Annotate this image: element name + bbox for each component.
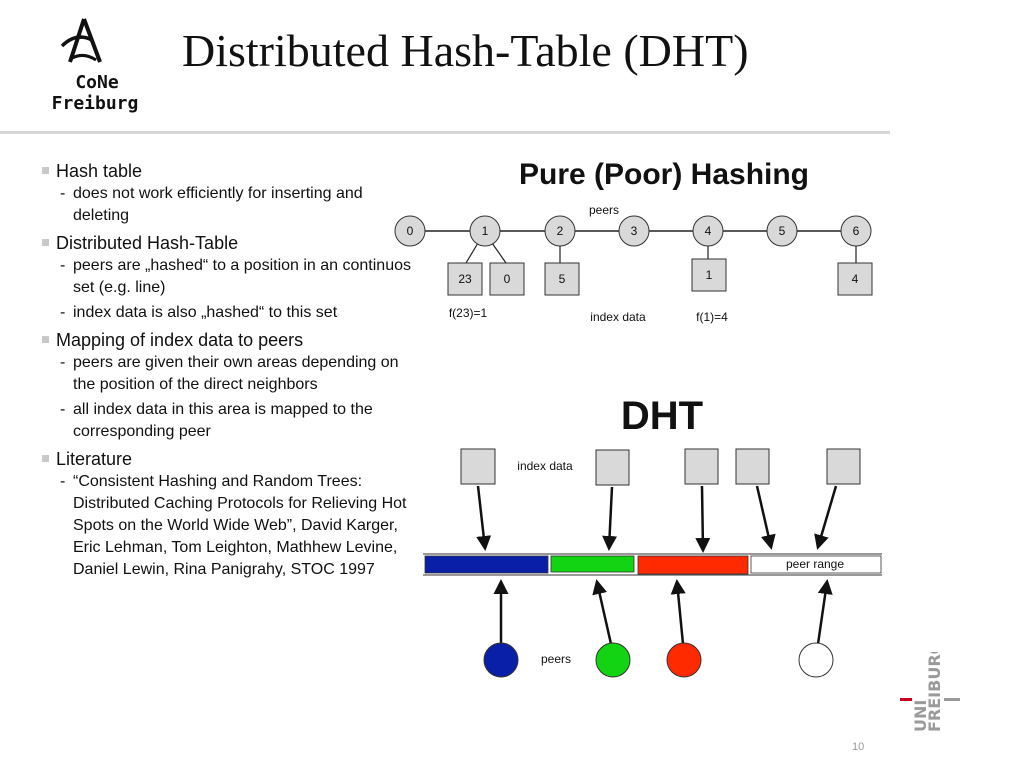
peer-node-label: 0 [407,224,414,238]
cone-logo [60,18,102,63]
logo-text-freiburg: Freiburg [51,93,139,114]
mapping-arrow [814,485,838,550]
index-data-box: 23 [447,262,483,296]
index-data-box: 0 [489,262,525,296]
sub-bullet-text: all index data in this area is mapped to… [73,401,373,440]
index-data-box: 5 [544,262,580,296]
bullet-text: Mapping of index data to peers [56,330,304,350]
sub-bullet-text: peers are „hashed“ to a position in an c… [73,257,411,296]
bullet-item: Literature [40,447,412,471]
hash-example-f23: f(23)=1 [449,306,488,320]
sub-bullet-text: does not work efficiently for inserting … [73,185,363,224]
bullet-square-icon [42,239,49,246]
peer-range-green [550,555,635,573]
peer-node: 1 [469,215,501,247]
peer-node-label: 4 [705,224,712,238]
bullet-item: Distributed Hash-Table [40,231,412,255]
sub-bullet-item: -does not work efficiently for inserting… [40,183,412,227]
sub-bullet-text: “Consistent Hashing and Random Trees: Di… [73,473,407,578]
sub-bullet-item: -all index data in this area is mapped t… [40,399,412,443]
sub-bullet-item: -“Consistent Hashing and Random Trees: D… [40,471,412,581]
index-data-box-label: 5 [559,272,566,286]
index-data-box-label: 23 [458,272,472,286]
peer-circle-blue [483,642,519,678]
mapping-arrow [476,485,492,551]
dash-icon: - [60,185,66,202]
dht-index-box [595,449,630,486]
peer-node-label: 1 [482,224,489,238]
dht-index-box [735,448,770,485]
peer-range-white [750,555,882,574]
dht-peers-label: peers [541,652,571,666]
dash-icon: - [60,304,66,321]
peer-node: 0 [394,215,426,247]
index-data-box-label: 4 [852,272,859,286]
bullet-list: Hash table -does not work efficiently fo… [40,155,412,584]
pure-hashing-heading: Pure (Poor) Hashing [519,158,809,191]
bullet-item: Mapping of index data to peers [40,328,412,352]
index-data-box-label: 1 [706,268,713,282]
index-data-box: 4 [837,262,873,296]
mapping-arrow [695,485,711,553]
dht-index-data-label: index data [517,459,573,473]
mapping-arrow [755,485,776,550]
peer-range-blue [424,555,549,574]
bullet-square-icon [42,455,49,462]
bullet-square-icon [42,167,49,174]
peer-range-label: peer range [786,557,844,571]
connector-line [465,242,479,264]
peer-arrow [670,579,686,645]
dht-heading: DHT [621,394,703,438]
peer-circle-red [666,642,702,678]
slide-title: Distributed Hash-Table (DHT) [182,25,749,76]
sub-bullet-item: -peers are „hashed“ to a position in an … [40,255,412,299]
peer-circle-green [595,642,631,678]
peer-node-label: 3 [631,224,638,238]
dash-icon: - [60,401,66,418]
peer-node: 6 [840,215,872,247]
bullet-square-icon [42,336,49,343]
sub-bullet-item: -index data is also „hashed“ to this set [40,302,412,324]
bullet-item: Hash table [40,159,412,183]
uni-logo-text-freiburg: FREIBURG [925,652,944,732]
uni-freiburg-logo: UNI FREIBURG [900,652,960,732]
peer-node-label: 5 [779,224,786,238]
sub-bullet-item: -peers are given their own areas dependi… [40,352,412,396]
peer-arrow [816,579,833,645]
peer-node: 3 [618,215,650,247]
dht-index-box [460,448,496,485]
peer-node: 4 [692,215,724,247]
bullet-text: Literature [56,449,133,469]
bullet-text: Distributed Hash-Table [56,233,239,253]
bullet-text: Hash table [56,161,143,181]
peer-node: 5 [766,215,798,247]
peer-node-label: 6 [853,224,860,238]
peer-circle-white [798,642,834,678]
index-data-box-label: 0 [504,272,511,286]
mapping-arrow [602,486,618,551]
peer-arrow [592,579,613,645]
connector-line [491,242,507,264]
dash-icon: - [60,257,66,274]
dht-index-box [826,448,861,485]
hash-example-f1: f(1)=4 [696,310,728,324]
sub-bullet-text: index data is also „hashed“ to this set [73,304,338,321]
dash-icon: - [60,473,66,490]
sub-bullet-text: peers are given their own areas dependin… [73,354,399,393]
logo-text-cone: CoNe [75,72,119,93]
pure-peers-label: peers [589,203,619,217]
title-divider [0,131,890,134]
dht-index-box [684,448,719,485]
pure-index-data-label: index data [590,310,646,324]
index-data-box: 1 [691,258,727,292]
peer-node-label: 2 [557,224,564,238]
uni-logo-text-uni: UNI [911,700,930,732]
dash-icon: - [60,354,66,371]
peer-node: 2 [544,215,576,247]
page-number: 10 [852,741,865,753]
peer-range-red [637,555,749,575]
